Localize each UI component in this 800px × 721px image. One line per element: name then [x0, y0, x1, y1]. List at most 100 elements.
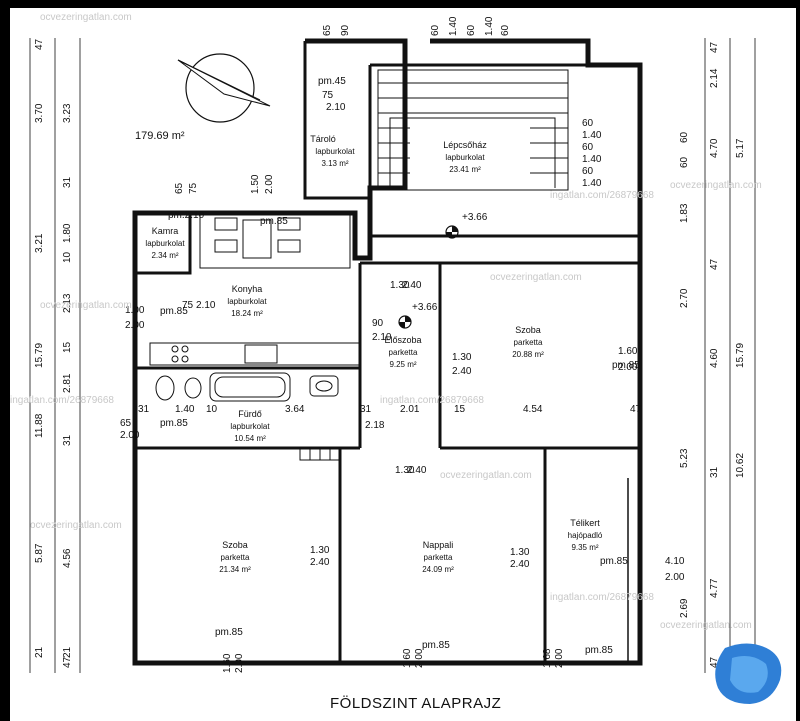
room-floor: parketta	[424, 553, 453, 562]
dimension-label: 1.00	[125, 305, 145, 316]
dimension-label: 15.79	[34, 343, 45, 368]
dimension-label: 47	[709, 258, 720, 270]
room-area: 9.35 m²	[571, 543, 598, 552]
dimension-label: 90	[340, 24, 351, 36]
dimension-label: 2.00	[665, 572, 685, 583]
dimension-label: pm.45	[318, 76, 346, 87]
room-name: Szoba	[222, 540, 248, 550]
dimension-label: 1.30	[452, 352, 472, 363]
room-lepcsohaz: Lépcsőház lapburkolat 23.41 m²	[443, 140, 487, 174]
dimension-label: 65	[174, 182, 185, 194]
dimension-label: 75	[182, 300, 194, 311]
room-area: 9.25 m²	[389, 360, 416, 369]
dimension-label: 1.50	[250, 174, 261, 194]
dimension-label: 60	[679, 131, 690, 143]
dimension-label: 75	[188, 182, 199, 194]
dimension-label: 1.40	[582, 130, 602, 141]
total-area: 179.69 m²	[135, 130, 185, 142]
dimension-label: 2.81	[62, 373, 73, 393]
dimension-label: 2.10	[326, 102, 346, 113]
dimension-label: pm.85	[585, 645, 613, 656]
room-floor: lapburkolat	[315, 147, 355, 156]
level-marker-icon	[445, 225, 459, 239]
dimension-label: 2.00	[125, 320, 145, 331]
watermark-text: ingatlan.com/26879668	[380, 395, 484, 406]
dimension-label: 4.77	[709, 578, 720, 598]
room-floor: parketta	[389, 348, 418, 357]
dimension-label: 2.01	[400, 404, 420, 415]
dimension-label: 47	[709, 656, 720, 668]
room-floor: lapburkolat	[145, 239, 185, 248]
dimension-label: 47	[630, 404, 642, 415]
dimension-label: 2.40	[402, 280, 422, 291]
blue-scribble-mark	[715, 643, 782, 704]
watermark-text: ocvezeringatlan.com	[40, 300, 132, 311]
watermark-text: ocvezeringatlan.com	[440, 470, 532, 481]
floor-plan-drawing: 179.69 m²	[10, 12, 782, 712]
dimension-label: 60	[466, 24, 477, 36]
dimension-label: pm.85	[215, 627, 243, 638]
dimension-label: 1.83	[679, 203, 690, 223]
dimension-label: 31	[709, 466, 720, 478]
room-floor: parketta	[221, 553, 250, 562]
room-name: Fürdő	[238, 409, 262, 419]
floor-plan-sheet: 179.69 m²	[10, 8, 796, 721]
dimension-label: 1.68	[542, 648, 553, 668]
dimension-label: 4.10	[665, 556, 685, 567]
dimension-label: 1.30	[510, 547, 530, 558]
dimension-label: 5.17	[735, 138, 746, 158]
dimension-label: 2.00	[264, 174, 275, 194]
dimension-label: 1.60	[402, 648, 413, 668]
room-name: Nappali	[423, 540, 454, 550]
dimension-label: 4.70	[709, 138, 720, 158]
room-name: Konyha	[232, 284, 263, 294]
room-area: 20.88 m²	[512, 350, 544, 359]
dimension-label: 2.10	[196, 300, 216, 311]
dimension-label: pm.2.10	[168, 210, 205, 221]
dimension-label: 2.40	[510, 559, 530, 570]
dimension-label: pm.85	[160, 418, 188, 429]
room-name: Előszoba	[384, 335, 421, 345]
dimension-label: 1.30	[390, 280, 410, 291]
dimension-label: 10	[206, 404, 218, 415]
dimension-label: pm.85	[260, 216, 288, 227]
room-floor: lapburkolat	[227, 297, 267, 306]
room-name: Kamra	[152, 226, 179, 236]
dimension-label: 15.79	[735, 343, 746, 368]
dimension-label: 1.40	[448, 16, 459, 36]
dimension-label: 15	[62, 341, 73, 353]
room-kamra: Kamra lapburkolat 2.34 m²	[145, 226, 185, 260]
dimension-label: 2.00	[414, 648, 425, 668]
room-area: 10.54 m²	[234, 434, 266, 443]
room-floor: lapburkolat	[230, 422, 270, 431]
dimension-label: 3.23	[62, 103, 73, 123]
staircase	[377, 69, 569, 191]
dimension-label: 1.40	[582, 178, 602, 189]
room-name: Télikert	[570, 518, 600, 528]
bathroom-fixtures	[155, 372, 341, 461]
dimension-label: 21	[34, 646, 45, 658]
dimension-label: 2.00	[120, 430, 140, 441]
watermark-text: ocvezeringatlan.com	[30, 520, 122, 531]
room-floor: lapburkolat	[445, 153, 485, 162]
dimension-label: 1.40	[175, 404, 195, 415]
dimension-label: 90	[372, 318, 384, 329]
outer-walls	[132, 38, 643, 666]
dimension-label: 4.54	[523, 404, 543, 415]
dimension-label: 2.00	[234, 653, 245, 673]
level-label: +3.66	[412, 302, 438, 313]
watermark-text: ocvezeringatlan.com	[40, 12, 132, 23]
dimension-label: 1.40	[582, 154, 602, 165]
dimension-label: 31	[62, 176, 73, 188]
room-area: 2.34 m²	[151, 251, 178, 260]
room-taroló: Tároló lapburkolat 3.13 m²	[310, 134, 355, 168]
dimension-label: 60	[582, 142, 594, 153]
room-szoba-right: Szoba parketta 20.88 m²	[512, 325, 544, 359]
dimension-label: 2.00	[618, 362, 638, 373]
dimension-label: 5.87	[34, 543, 45, 563]
dimension-label: 60	[582, 166, 594, 177]
watermark-layer: ocvezeringatlan.com ingatlan.com/26879668…	[10, 12, 762, 631]
